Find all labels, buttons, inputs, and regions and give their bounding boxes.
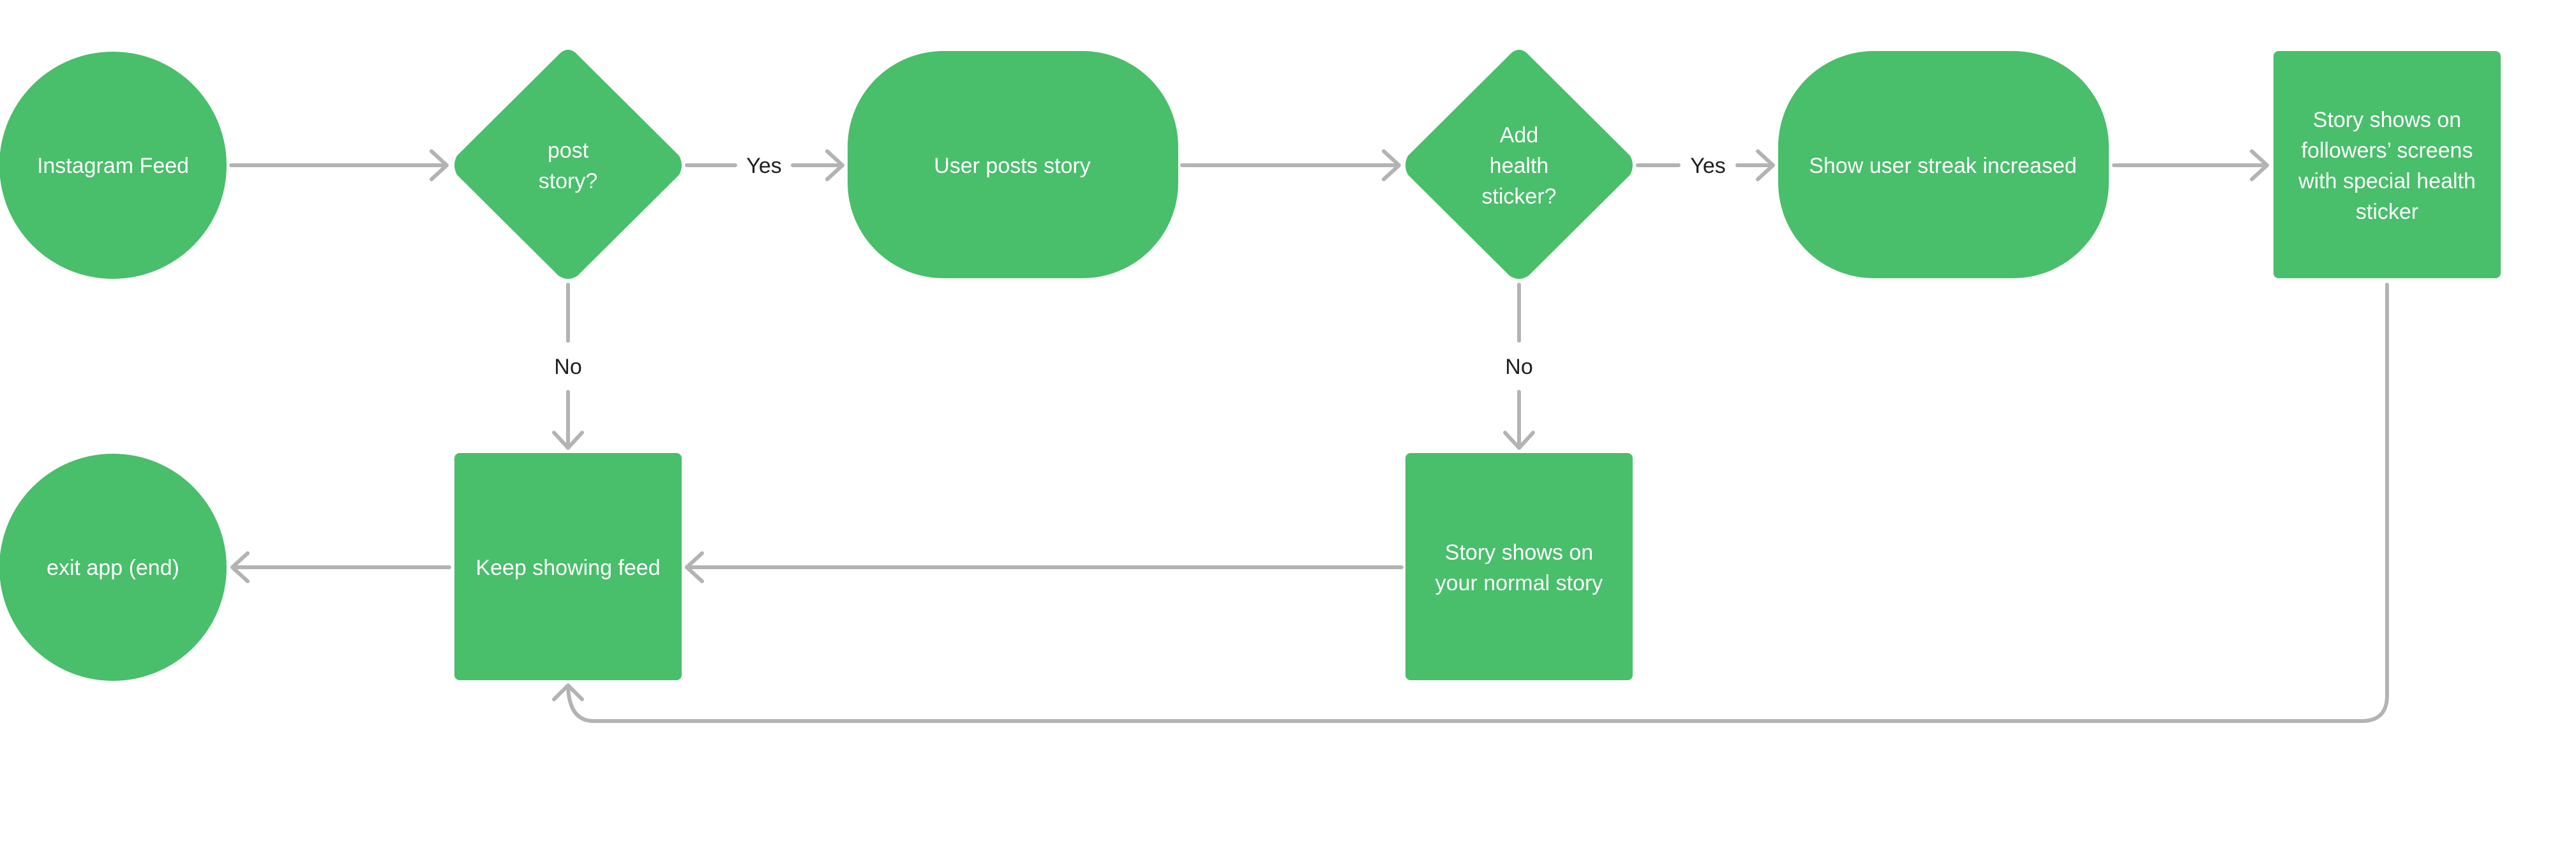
node-instagram-feed: Instagram Feed [0, 52, 227, 279]
arrowhead [1503, 431, 1535, 450]
edge-label-post-yes: Yes [746, 154, 781, 178]
node-normal-story: Story shows on your normal story [1405, 453, 1633, 680]
node-label-line: sticker [2356, 200, 2418, 224]
node-label-line: health [1490, 154, 1549, 178]
arrowhead [552, 431, 584, 450]
arrowhead [2250, 149, 2269, 181]
connector-followers-loop [566, 283, 2389, 723]
node-add-health-sticker-decision: Add health sticker? [1405, 50, 1633, 279]
node-show-streak-increased: Show user streak increased [1778, 51, 2109, 278]
node-user-posts-story: User posts story [848, 51, 1178, 278]
node-label-line: Story shows on [1445, 540, 1593, 565]
node-label-line: Show user streak increased [1809, 154, 2077, 178]
edge-label-post-no: No [554, 355, 581, 379]
node-exit-app: exit app (end) [0, 454, 227, 681]
node-label-line: your normal story [1435, 571, 1603, 595]
node-label-line: Instagram Feed [37, 154, 189, 178]
node-label-line: exit app (end) [47, 556, 179, 580]
edge-label-sticker-no: No [1505, 355, 1532, 379]
node-label-line: Keep showing feed [476, 556, 660, 580]
node-followers-story: Story shows on followers’ screens with spe… [2273, 51, 2501, 278]
node-label-line: story? [539, 169, 598, 193]
node-label-line: sticker? [1481, 184, 1556, 209]
arrowhead [685, 551, 704, 583]
arrowhead [430, 149, 449, 181]
edge-label-sticker-yes: Yes [1690, 154, 1725, 178]
node-label-line: followers’ screens [2302, 138, 2473, 163]
arrowhead [230, 551, 250, 583]
node-keep-showing-feed: Keep showing feed [454, 453, 682, 680]
node-label-line: post [548, 138, 589, 163]
arrowhead [1382, 149, 1401, 181]
arrowhead [1756, 149, 1775, 181]
arrowhead [552, 683, 584, 701]
node-post-story-decision: post story? [454, 50, 682, 279]
node-label-line: Story shows on [2313, 108, 2461, 132]
arrowhead [825, 149, 844, 181]
node-label-line: with special health [2298, 169, 2476, 193]
node-label-line: Add [1500, 123, 1539, 147]
node-label-line: User posts story [934, 154, 1091, 178]
